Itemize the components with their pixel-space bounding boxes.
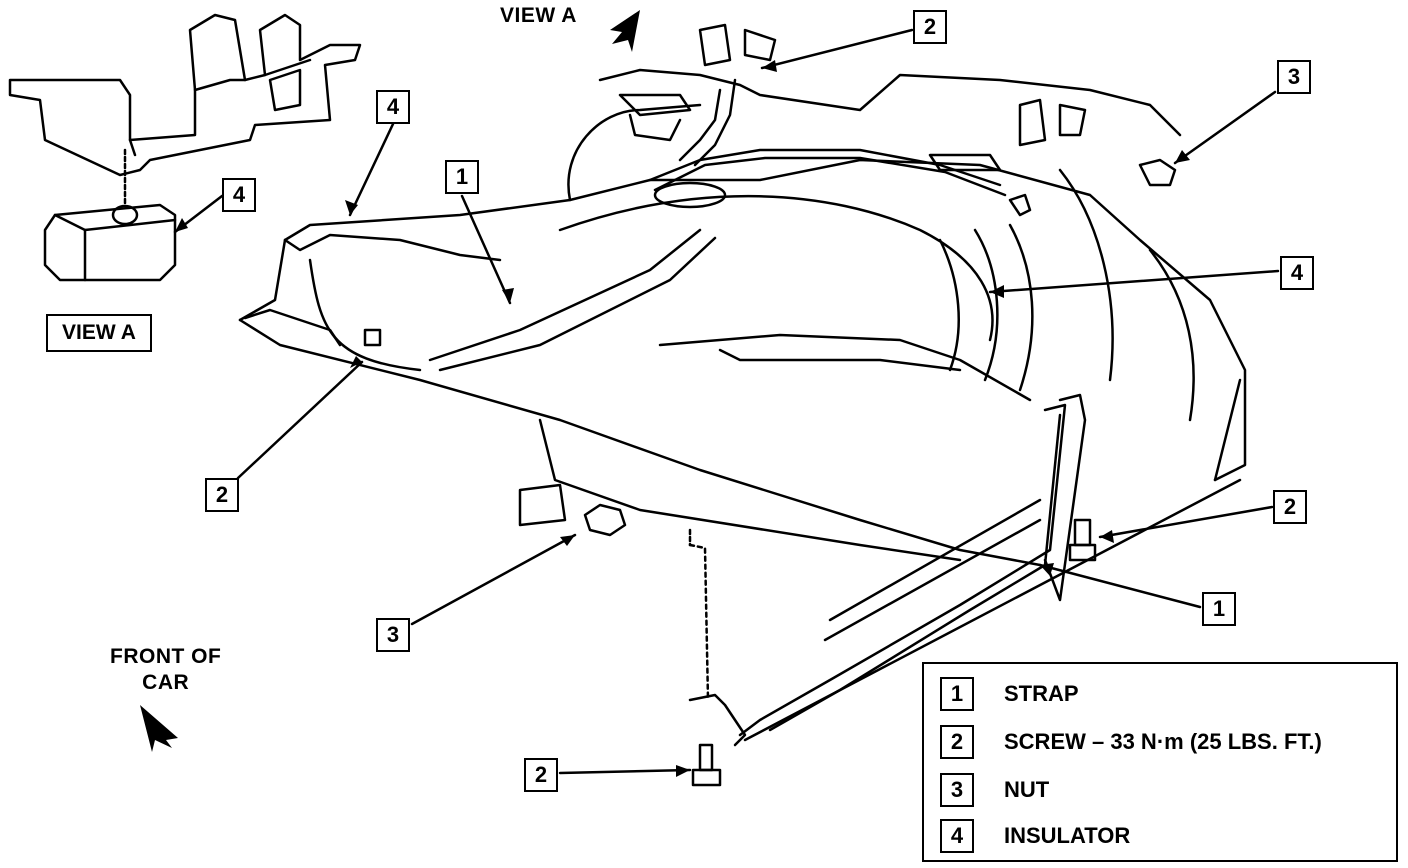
- front-of-car-arrow-icon: [140, 705, 178, 752]
- fastener-drawing: [363, 158, 1177, 787]
- legend-number: 2: [940, 725, 974, 759]
- view-a-bracket-drawing: [8, 13, 362, 207]
- strap-drawing: [688, 378, 1242, 747]
- fuel-tank-drawing: [238, 23, 1247, 567]
- callout-strap: 1: [1202, 592, 1236, 626]
- legend-text: SCREW – 33 N·m (25 LBS. FT.): [1004, 729, 1322, 754]
- view-a-insulator-drawing: [43, 203, 177, 282]
- leader-lines: [173, 28, 1280, 775]
- view-a-arrow-icon: [610, 10, 640, 52]
- legend-row-insulator: 4 INSULATOR: [940, 818, 1130, 854]
- legend-number: 4: [940, 819, 974, 853]
- callout-screw: 2: [1273, 490, 1307, 524]
- callout-nut: 3: [376, 618, 410, 652]
- legend-text: INSULATOR: [1004, 823, 1131, 848]
- callout-insulator: 4: [376, 90, 410, 124]
- legend-number: 1: [940, 677, 974, 711]
- parts-legend: 1 STRAP 2 SCREW – 33 N·m (25 LBS. FT.) 3…: [922, 662, 1398, 862]
- view-a-label: VIEW A: [500, 4, 577, 27]
- callout-insulator: 4: [222, 178, 256, 212]
- front-of-car-label: FRONT OF CAR: [110, 645, 222, 694]
- view-a-boxed-label: VIEW A: [46, 314, 152, 352]
- callout-nut: 3: [1277, 60, 1311, 94]
- callout-screw: 2: [913, 10, 947, 44]
- callout-insulator: 4: [1280, 256, 1314, 290]
- legend-text: NUT: [1004, 777, 1050, 802]
- callout-screw: 2: [205, 478, 239, 512]
- legend-number: 3: [940, 773, 974, 807]
- callout-screw: 2: [524, 758, 558, 792]
- legend-row-screw: 2 SCREW – 33 N·m (25 LBS. FT.): [940, 724, 1322, 760]
- legend-row-strap: 1 STRAP: [940, 676, 1079, 712]
- legend-text: STRAP: [1004, 681, 1079, 706]
- leader-arrowheads: [175, 60, 1190, 777]
- callout-strap: 1: [445, 160, 479, 194]
- legend-row-nut: 3 NUT: [940, 772, 1049, 808]
